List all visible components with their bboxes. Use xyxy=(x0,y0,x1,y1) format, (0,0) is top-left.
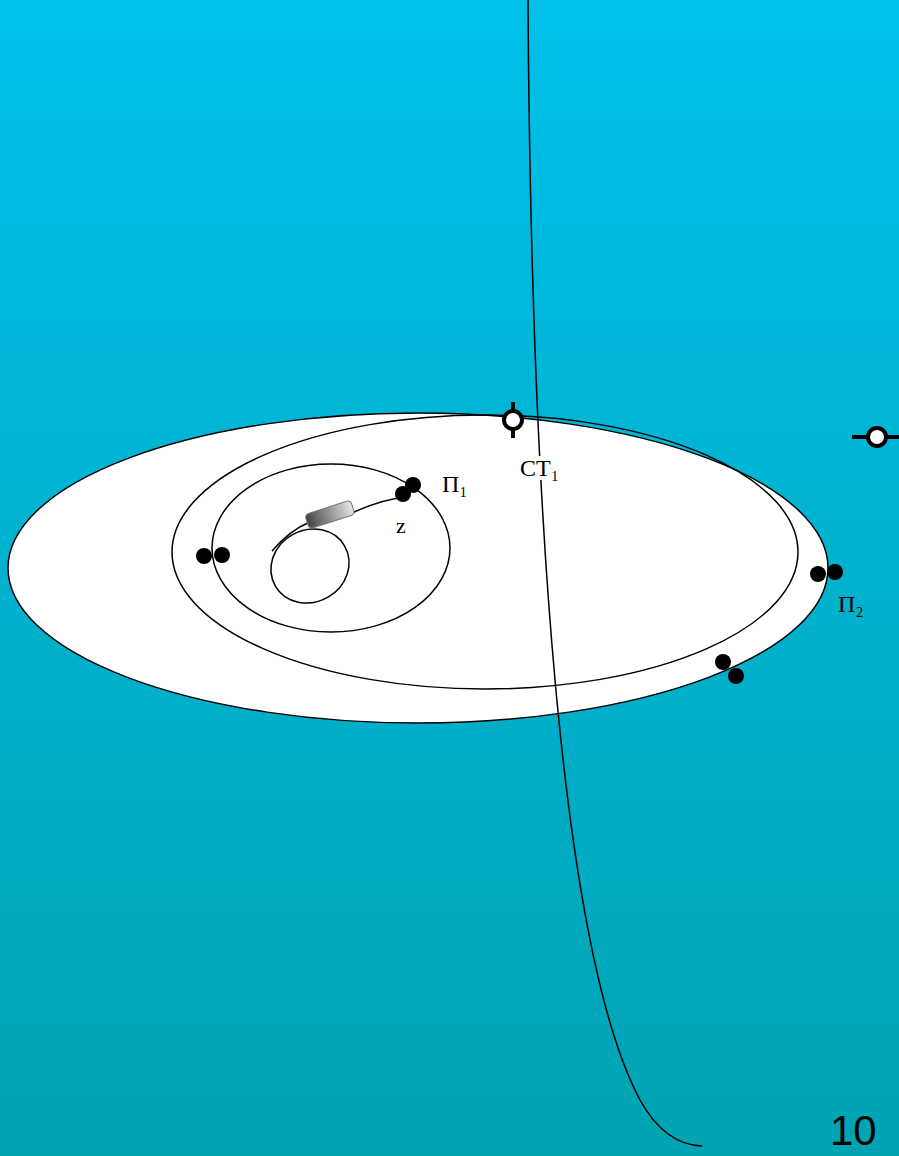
dot-pair xyxy=(395,477,421,502)
point-label: Π₂ xyxy=(838,592,864,616)
page-number: 10 xyxy=(830,1110,877,1152)
point-label: Π₁ xyxy=(442,472,468,496)
spiral-lead xyxy=(272,522,310,551)
axis-label: z xyxy=(396,515,406,537)
dot-pair xyxy=(196,547,230,564)
station-symbol xyxy=(504,402,522,438)
station-symbol xyxy=(852,428,899,446)
spiral-loop xyxy=(257,515,362,617)
dot-pair xyxy=(810,564,843,582)
cylinder xyxy=(305,500,355,529)
dot-pair xyxy=(715,654,744,684)
inner-orbit xyxy=(212,464,450,632)
middle-orbit xyxy=(172,415,798,689)
outer-ellipse xyxy=(8,413,828,723)
long-curve xyxy=(528,0,702,1146)
spiral-lead xyxy=(352,497,405,513)
station-label: CT₁ xyxy=(518,456,561,480)
